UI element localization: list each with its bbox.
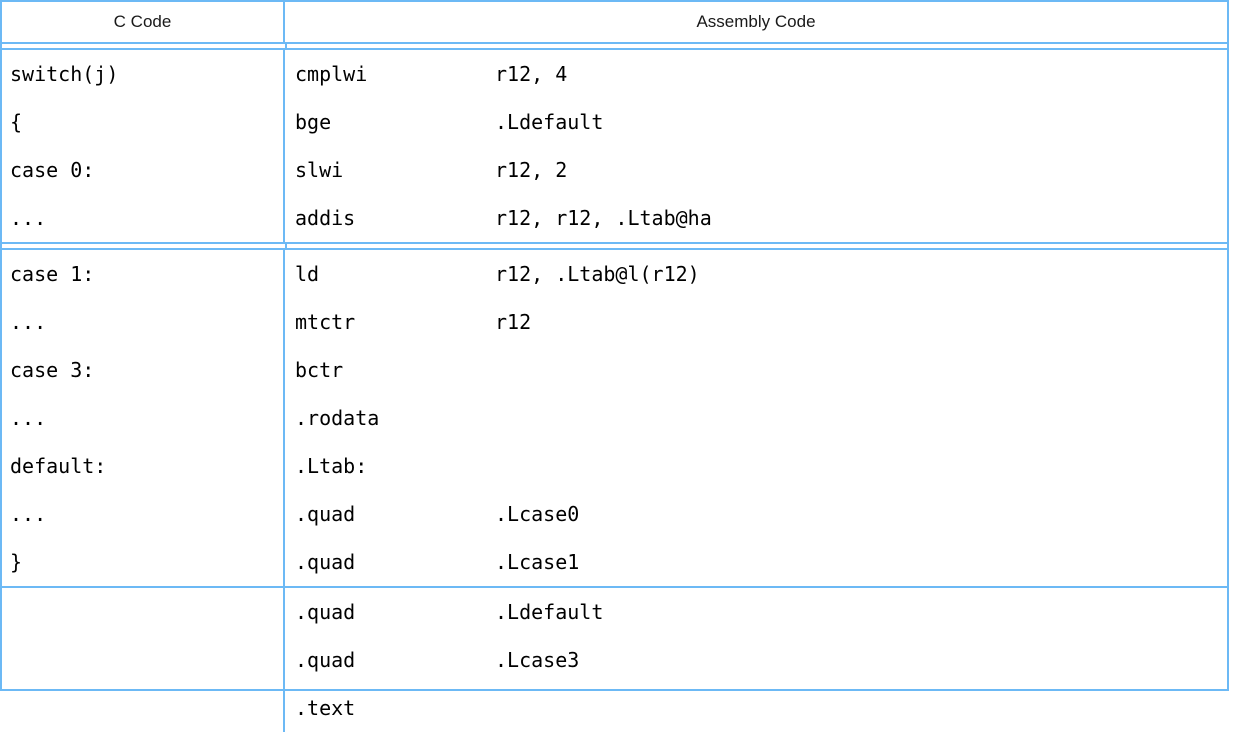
table-section-3: .quad .Ldefault .quad .Lcase3 .text [2,588,1227,732]
column-header-c-code: C Code [2,2,285,42]
table-section-2: case 1: ... case 3: ... default: ... } l… [2,250,1227,586]
assembly-operands: r12, 4 [495,62,568,86]
assembly-mnemonic: bge [295,110,332,134]
section-divider-1 [2,242,1227,250]
column-header-assembly-code: Assembly Code [696,12,816,31]
assembly-code-line: bge .Ldefault [295,98,1227,146]
assembly-operands: .Lcase3 [495,648,580,672]
assembly-code-line: .quad .Lcase0 [295,490,1227,538]
assembly-code-line: .text [295,684,1227,732]
c-code-line: { [10,110,23,134]
assembly-mnemonic: ld [295,262,320,286]
assembly-mnemonic: .quad [295,600,356,624]
assembly-mnemonic: mtctr [295,310,356,334]
assembly-operands: .Lcase1 [495,550,580,574]
assembly-code-line: cmplwi r12, 4 [295,50,1227,98]
c-code-cell-2: case 1: ... case 3: ... default: ... } [2,250,285,586]
assembly-code-line: .quad .Lcase1 [295,538,1227,586]
assembly-code-line: ld r12, .Ltab@l(r12) [295,250,1227,298]
assembly-mnemonic: .text [295,696,356,720]
c-code-line-empty [10,636,283,684]
assembly-operands: r12, .Ltab@l(r12) [495,262,700,286]
assembly-mnemonic: .quad [295,648,356,672]
c-code-line: ... [10,502,47,526]
assembly-operands: .Ldefault [495,600,604,624]
assembly-code-line: slwi r12, 2 [295,146,1227,194]
assembly-mnemonic: .quad [295,502,356,526]
c-code-line-empty [10,684,283,732]
table-section-1: switch(j) { case 0: ... cmplwi r12, 4 bge… [2,50,1227,242]
header-divider [2,42,1227,50]
table-header-row: C Code Assembly Code [2,2,1227,42]
assembly-operands: r12, r12, .Ltab@ha [495,206,712,230]
c-code-line: ... [10,206,47,230]
c-code-line: case 0: [10,158,95,182]
assembly-code-cell-3: .quad .Ldefault .quad .Lcase3 .text [285,588,1227,732]
c-code-line: ... [10,406,47,430]
c-code-line: } [10,550,23,574]
c-code-line: case 3: [10,358,95,382]
c-code-line: ... [10,310,47,334]
assembly-mnemonic: .Ltab: [295,454,368,478]
assembly-mnemonic: addis [295,206,356,230]
assembly-operands: .Lcase0 [495,502,580,526]
c-code-line: default: [10,454,107,478]
assembly-code-line: mtctr r12 [295,298,1227,346]
c-code-line-empty [10,588,283,636]
assembly-code-line: bctr [295,346,1227,394]
assembly-mnemonic: .rodata [295,406,380,430]
section-divider-2 [2,586,1227,588]
assembly-code-line: addis r12, r12, .Ltab@ha [295,194,1227,242]
c-code-cell-1: switch(j) { case 0: ... [2,50,285,242]
assembly-mnemonic: cmplwi [295,62,368,86]
assembly-code-line: .quad .Lcase3 [295,636,1227,684]
assembly-operands: .Ldefault [495,110,604,134]
assembly-mnemonic: bctr [295,358,344,382]
assembly-operands: r12 [495,310,532,334]
c-code-cell-3 [2,588,285,732]
assembly-mnemonic: slwi [295,158,344,182]
assembly-mnemonic: .quad [295,550,356,574]
c-code-line: switch(j) [10,62,119,86]
assembly-code-line: .quad .Ldefault [295,588,1227,636]
c-code-line: case 1: [10,262,95,286]
assembly-operands: r12, 2 [495,158,568,182]
assembly-code-line: .Ltab: [295,442,1227,490]
assembly-code-line: .rodata [295,394,1227,442]
assembly-code-cell-1: cmplwi r12, 4 bge .Ldefault slwi r12, 2 add… [285,50,1227,242]
assembly-code-cell-2: ld r12, .Ltab@l(r12) mtctr r12 bctr .rodat… [285,250,1227,586]
